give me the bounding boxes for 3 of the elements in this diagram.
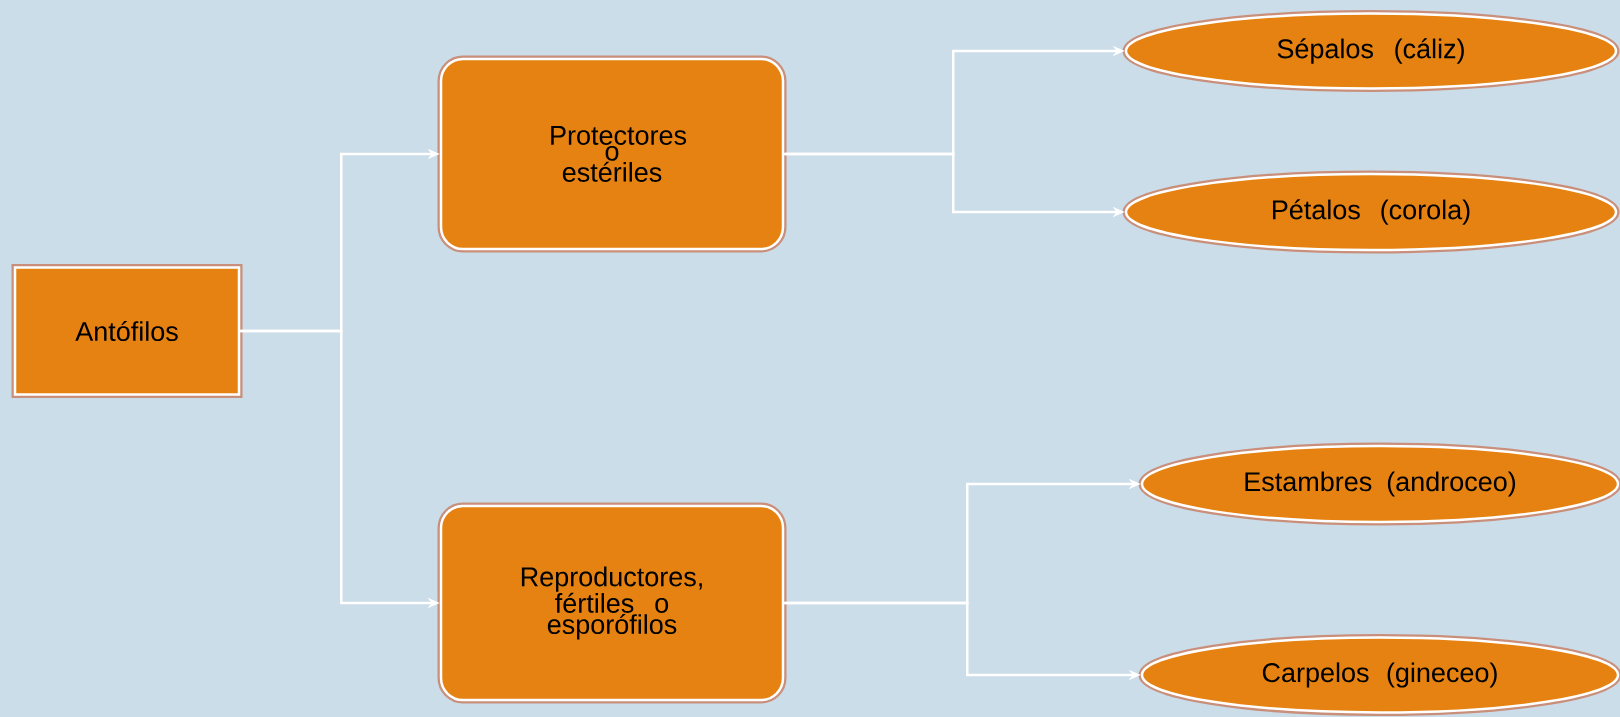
group-box: Protectores o estériles	[437, 55, 787, 253]
group-box: Reproductores, fértiles o esporófilos	[437, 502, 787, 704]
category-box: Antófilos	[11, 264, 243, 398]
